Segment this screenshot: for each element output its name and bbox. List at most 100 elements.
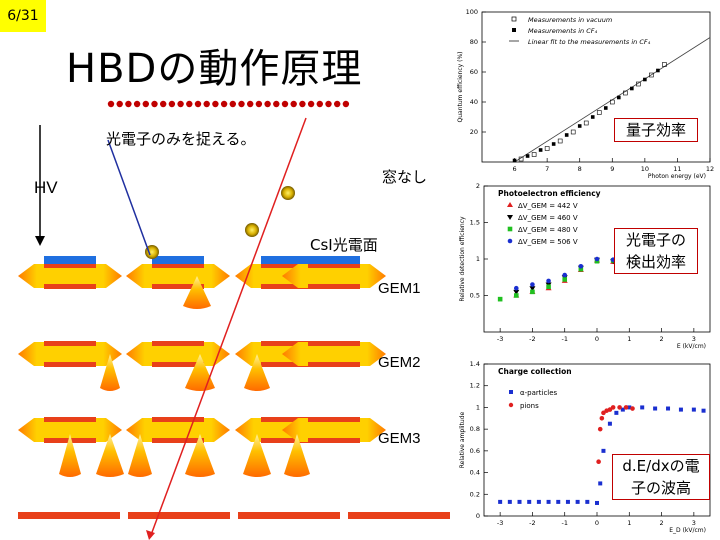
dot: [160, 100, 167, 108]
tick-label: Quantum efficiency (%): [457, 51, 464, 122]
tick-label: 0: [595, 519, 599, 527]
point-pion: [610, 405, 616, 410]
dot: [133, 100, 141, 108]
avalanche-shapes: [59, 276, 310, 477]
point-cf4: [551, 142, 556, 146]
hv-label: HV: [34, 178, 58, 197]
point-vacuum: [544, 146, 550, 151]
dot: [177, 100, 184, 108]
pulse-height-line1: d.E/dxの電: [622, 457, 700, 475]
tick-label: 11: [673, 165, 681, 173]
gem-stack: [18, 256, 386, 443]
legend-marker: [508, 402, 514, 408]
gem-hole-unit: [282, 417, 386, 443]
photoelectron: [145, 245, 159, 259]
point-cf4: [512, 158, 517, 163]
point-cf4: [564, 133, 569, 137]
quantum-efficiency-callout: 量子効率: [614, 118, 698, 142]
tick-label: 1: [476, 255, 480, 263]
gem3-label: GEM3: [378, 430, 421, 447]
data-point: [594, 256, 600, 262]
legend-entry: ΔV_GEM = 506 V: [518, 238, 578, 246]
data-point: [530, 289, 535, 295]
gem-hole-unit: [18, 341, 122, 367]
chart-title: Photoelectron efficiency: [498, 189, 601, 198]
particle-track: [146, 117, 307, 540]
point-cf4: [525, 154, 530, 158]
point-alpha: [507, 499, 512, 504]
point-alpha: [627, 405, 632, 410]
avalanche: [284, 434, 310, 477]
tick-label: 3: [692, 335, 696, 343]
point-cf4: [577, 124, 582, 128]
point-alpha: [556, 499, 561, 504]
avalanche: [96, 434, 124, 477]
tick-label: 7: [545, 165, 549, 173]
dot: [273, 100, 280, 108]
dot: [125, 100, 132, 108]
point-alpha: [498, 499, 503, 504]
tick-label: 2: [660, 519, 664, 527]
point-cf4: [590, 115, 595, 119]
avalanche: [100, 354, 120, 391]
data-point: [546, 278, 551, 284]
point-alpha: [666, 406, 671, 411]
dot: [151, 100, 158, 108]
legend-marker: [507, 215, 513, 220]
tick-label: Relative amplitude: [459, 411, 466, 468]
point-alpha: [620, 407, 625, 412]
tick-label: 80: [470, 38, 478, 46]
tick-label: 60: [470, 68, 478, 76]
detection-efficiency-line2: 検出効率: [625, 253, 686, 271]
legend-entry: Measurements in vacuum: [528, 16, 612, 24]
data-point: [513, 285, 519, 291]
tick-label: E_D (kV/cm): [669, 527, 706, 534]
tick-label: -3: [497, 335, 503, 343]
point-vacuum: [583, 120, 589, 126]
photoelectrons: [145, 186, 295, 259]
avalanche: [243, 434, 271, 477]
point-alpha: [701, 408, 706, 413]
legend-marker: [507, 226, 513, 232]
point-pion: [597, 426, 603, 432]
tick-label: 8: [578, 165, 582, 173]
point-cf4: [656, 68, 660, 73]
legend-entry: ΔV_GEM = 442 V: [518, 202, 578, 210]
legend-marker: [512, 28, 516, 32]
tick-label: 1: [476, 403, 480, 411]
gem-hole-unit: [126, 256, 230, 289]
title-underline-dots: [107, 100, 350, 108]
point-cf4: [603, 106, 608, 110]
point-vacuum: [557, 138, 563, 144]
dot: [168, 100, 176, 108]
dot: [194, 100, 202, 108]
photoelectron-note: 光電子のみを捉える。: [106, 130, 256, 148]
legend-marker: [507, 238, 513, 244]
tick-label: 0.2: [470, 490, 480, 498]
tick-label: 100: [466, 8, 478, 16]
legend-marker: [507, 202, 513, 207]
tick-label: Photon energy (eV): [648, 173, 706, 180]
point-vacuum: [531, 152, 537, 157]
point-pion: [596, 459, 601, 465]
point-vacuum: [649, 72, 654, 78]
data-point: [562, 272, 568, 278]
point-pion: [607, 407, 613, 412]
gem-hole-unit: [126, 341, 230, 367]
tick-label: 12: [706, 165, 714, 173]
tick-label: -3: [497, 519, 503, 527]
tick-label: 0.4: [470, 469, 480, 477]
photoelectron: [281, 186, 295, 200]
hv-arrow: [35, 125, 45, 246]
gem-hole-unit: [126, 417, 230, 443]
dot: [142, 100, 149, 108]
gem-hole-unit: [18, 256, 122, 289]
dot: [220, 100, 228, 108]
point-pion: [617, 405, 622, 410]
legend-entry: Linear fit to the measurements in CF₄: [528, 38, 651, 46]
data-point: [513, 289, 520, 295]
point-cf4: [617, 95, 621, 100]
point-alpha: [517, 499, 522, 504]
point-pion: [599, 415, 605, 421]
